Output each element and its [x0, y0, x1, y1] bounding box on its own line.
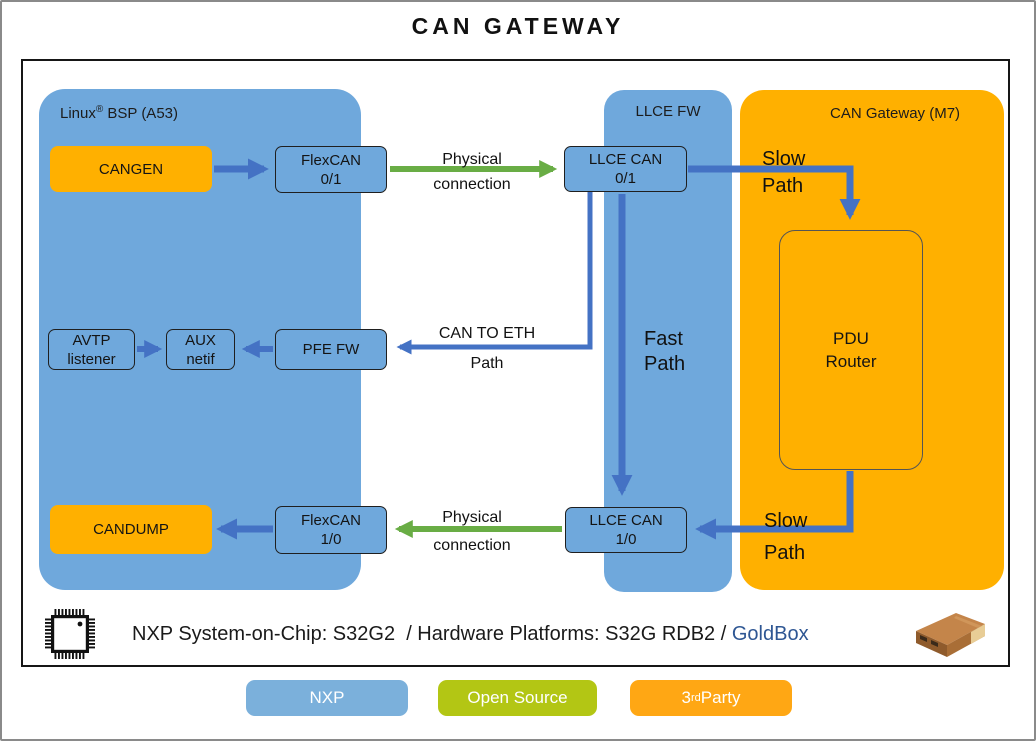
footer-caption: NXP System-on-Chip: S32G2 / Hardware Pla… [132, 623, 809, 646]
arrow-slow-path-top [688, 165, 861, 220]
legend-nxp: NXP [246, 680, 408, 716]
node-cangen: CANGEN [50, 146, 212, 192]
system-on-chip-icon [45, 609, 95, 659]
node-candump: CANDUMP [50, 505, 212, 554]
footer-caption-main: NXP System-on-Chip: S32G2 / Hardware Pla… [132, 623, 732, 645]
legend-open-source: Open Source [438, 680, 597, 716]
can-gateway-m7-label: CAN Gateway (M7) [830, 105, 961, 122]
arrow-slow-path-bottom [695, 471, 854, 540]
node-pfe-fw: PFE FW [275, 329, 387, 370]
goldbox-link[interactable]: GoldBox [731, 623, 809, 645]
page-title: CAN GATEWAY [411, 13, 625, 39]
llce-fw-label: LLCE FW [635, 103, 701, 120]
goldbox-device-image [916, 613, 985, 657]
arrow-can-to-eth [396, 192, 593, 355]
linux-bsp-label: Linux® BSP (A53) [60, 104, 178, 122]
